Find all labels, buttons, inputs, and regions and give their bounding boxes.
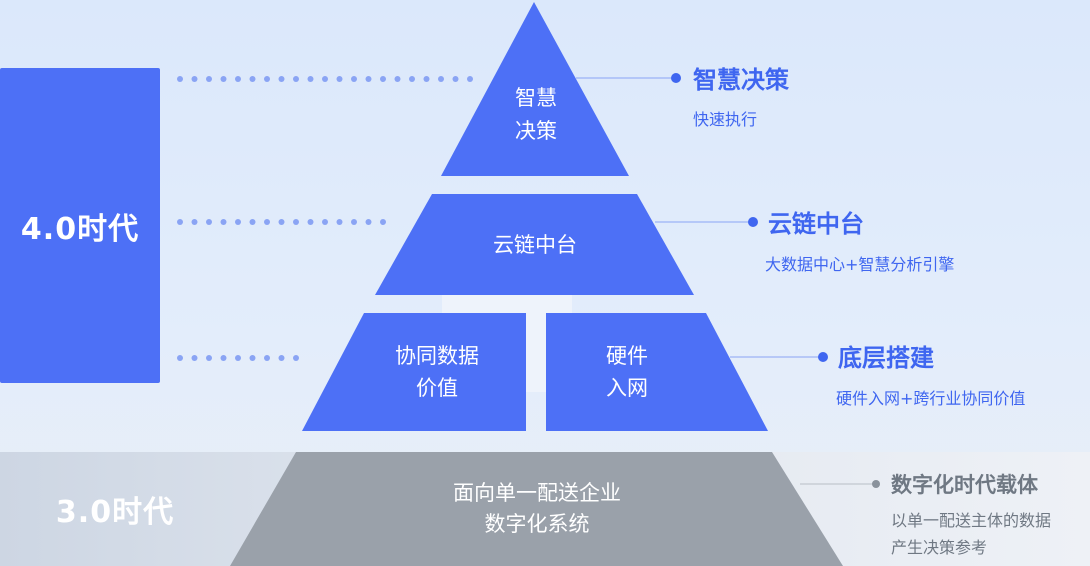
connector-dot: [191, 355, 198, 361]
connector-dot: [438, 76, 444, 82]
dotted-connector-bottom: [177, 355, 299, 361]
label-platform-title: 云链中台: [768, 210, 864, 238]
tier-base: [230, 452, 843, 566]
tier-base-line1: 面向单一配送企业: [453, 481, 621, 505]
connector-dot: [365, 76, 372, 82]
connector-dot: [235, 355, 241, 361]
tier-bottom-left-line2: 价值: [416, 376, 458, 400]
connector-dot: [177, 219, 183, 225]
connector-dot: [177, 355, 183, 361]
connector-dot: [220, 355, 227, 361]
tier-bottom-left-line1: 协同数据: [395, 344, 479, 368]
connector-dot: [220, 76, 227, 82]
label-carrier-subtitle-line1: 以单一配送主体的数据: [891, 511, 1051, 530]
connector-dot: [249, 219, 256, 225]
tier-top-line1: 智慧: [515, 86, 557, 110]
connector-dot: [409, 76, 415, 82]
connector-dot: [293, 219, 299, 225]
tier-top: [441, 2, 629, 176]
era-30-box: 3.0时代: [0, 452, 230, 566]
connector-dot: [307, 76, 314, 82]
tier-bottom-right: [546, 313, 768, 431]
connector-dot: [365, 219, 372, 225]
label-carrier-title: 数字化时代载体: [891, 473, 1039, 497]
connector-dot: [307, 219, 314, 225]
tier-bottom-left: [302, 313, 526, 431]
tier-base-line2: 数字化系统: [485, 512, 590, 536]
connector-dot: [249, 76, 256, 82]
label-carrier-subtitle-line2: 产生决策参考: [891, 538, 987, 557]
connector-dot: [177, 76, 183, 82]
connector-dot: [394, 76, 401, 82]
marker-platform: [748, 217, 758, 227]
connector-dot: [452, 76, 459, 82]
tier-middle-text: 云链中台: [493, 233, 577, 257]
connector-dot: [293, 76, 299, 82]
era-40-box: 4.0时代: [0, 68, 160, 383]
connector-dot: [351, 76, 357, 82]
connector-dot: [206, 76, 212, 82]
connector-dot: [351, 219, 357, 225]
connector-dot: [220, 219, 227, 225]
label-foundation-subtitle: 硬件入网+跨行业协同价值: [836, 389, 1025, 408]
connector-dot: [264, 76, 270, 82]
connector-dot: [423, 76, 430, 82]
marker-carrier: [872, 480, 880, 488]
connector-dot: [322, 219, 328, 225]
tier-middle: [375, 194, 694, 295]
era-40-label: 4.0时代: [20, 211, 140, 247]
marker-foundation: [818, 352, 828, 362]
connector-dot: [336, 219, 343, 225]
connector-dot: [278, 76, 285, 82]
connector-dot: [206, 355, 212, 361]
connector-dot: [278, 355, 285, 361]
connector-dot: [249, 355, 256, 361]
connector-dot: [206, 219, 212, 225]
connector-dot: [380, 76, 386, 82]
tier-bottom-right-line2: 入网: [606, 376, 648, 400]
connector-dot: [293, 355, 299, 361]
tier-bottom-right-line1: 硬件: [606, 344, 648, 368]
marker-decision: [671, 73, 681, 83]
connector-dot: [264, 219, 270, 225]
connector-dot: [264, 355, 270, 361]
connector-dot: [191, 76, 198, 82]
label-platform-subtitle: 大数据中心+智慧分析引擎: [765, 255, 954, 274]
dotted-connector-top: [177, 76, 473, 82]
label-decision-subtitle: 快速执行: [693, 110, 757, 129]
connector-dot: [235, 76, 241, 82]
connector-dot: [336, 76, 343, 82]
connector-dot: [380, 219, 386, 225]
label-foundation-title: 底层搭建: [838, 344, 934, 372]
tier-top-line2: 决策: [515, 119, 557, 143]
connector-dot: [191, 219, 198, 225]
dotted-connector-middle: [177, 219, 386, 225]
label-decision-title: 智慧决策: [693, 66, 790, 94]
era-30-label: 3.0时代: [55, 495, 175, 530]
connector-dot: [322, 76, 328, 82]
connector-dot: [467, 76, 473, 82]
connector-dot: [278, 219, 285, 225]
connector-dot: [235, 219, 241, 225]
